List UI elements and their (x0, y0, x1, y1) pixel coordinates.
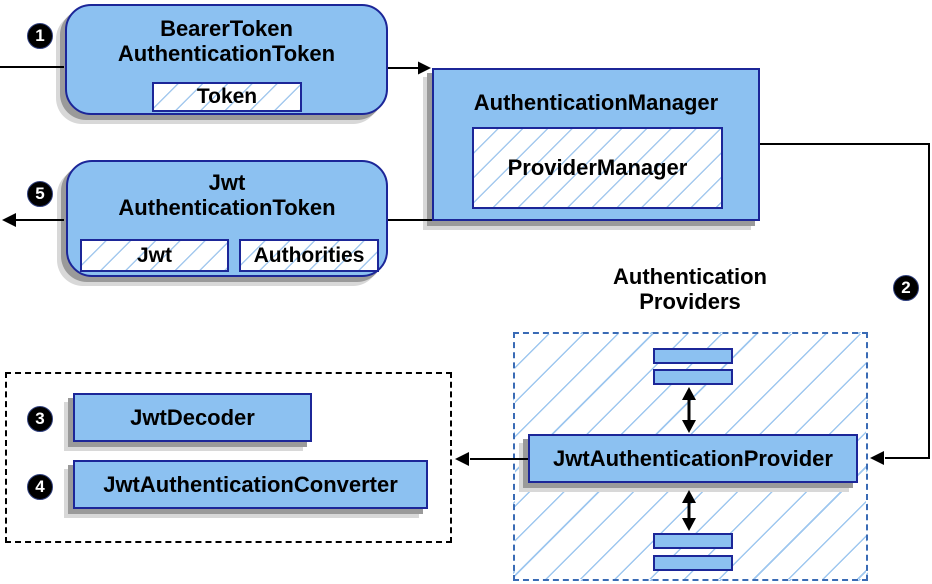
jwt-inner-box: Jwt (80, 239, 229, 272)
provider-manager-inner-label: ProviderManager (507, 155, 688, 180)
bearer-token-node-title: BearerToken AuthenticationToken (67, 16, 386, 66)
jwt-inner-label: Jwt (136, 243, 172, 267)
authentication-providers-label: Authentication Providers (570, 264, 810, 314)
step-3-badge: 3 (27, 406, 53, 432)
jwt-authentication-provider-label: JwtAuthenticationProvider (553, 445, 833, 471)
bearer-token-title-line2: AuthenticationToken (117, 41, 336, 66)
step-1-badge: 1 (27, 23, 53, 49)
jwt-components-dashed-group (5, 372, 452, 543)
bearer-token-authentication-token-node: BearerToken AuthenticationToken Token (65, 4, 388, 115)
token-inner-label: Token (196, 85, 258, 108)
provider-placeholder-bar-top-2 (653, 369, 733, 385)
provider-placeholder-bar-top-1 (653, 348, 733, 364)
jwt-authentication-token-node: Jwt AuthenticationToken Jwt Authorities (66, 160, 388, 277)
jwt-authentication-token-title-line1: Jwt (208, 170, 246, 195)
jwt-authentication-token-title: Jwt AuthenticationToken (68, 170, 386, 220)
jwt-authentication-token-title-line2: AuthenticationToken (118, 195, 336, 220)
step-4-badge: 4 (27, 474, 53, 500)
authentication-manager-title: AuthenticationManager (473, 90, 719, 115)
jwt-authentication-provider-node: JwtAuthenticationProvider (528, 434, 858, 483)
step-5-badge: 5 (27, 181, 53, 207)
bearer-token-title-line1: BearerToken (160, 16, 293, 41)
jwt-decoder-label: JwtDecoder (130, 404, 255, 430)
step-2-badge: 2 (893, 275, 919, 301)
provider-to-components-arrowhead-icon (455, 452, 469, 466)
provider-placeholder-bar-bottom-1 (653, 533, 733, 549)
jwt-decoder-node: JwtDecoder (73, 393, 312, 442)
authentication-providers-label-line1: Authentication (613, 264, 767, 289)
authorities-inner-box: Authorities (239, 239, 379, 272)
jwt-authentication-converter-label: JwtAuthenticationConverter (103, 471, 398, 497)
token-inner-box: Token (152, 82, 302, 112)
bearer-to-manager-arrowhead-icon (418, 61, 431, 75)
provider-manager-inner-box: ProviderManager (472, 127, 723, 209)
authentication-providers-label-line2: Providers (639, 289, 741, 314)
jwt-token-out-arrowhead-icon (2, 213, 16, 227)
authentication-manager-node: AuthenticationManager ProviderManager (432, 68, 760, 221)
jwt-authentication-converter-node: JwtAuthenticationConverter (73, 460, 428, 509)
authorities-inner-label: Authorities (253, 243, 365, 267)
manager-to-provider-arrowhead-icon (870, 451, 884, 465)
provider-placeholder-bar-bottom-2 (653, 555, 733, 571)
